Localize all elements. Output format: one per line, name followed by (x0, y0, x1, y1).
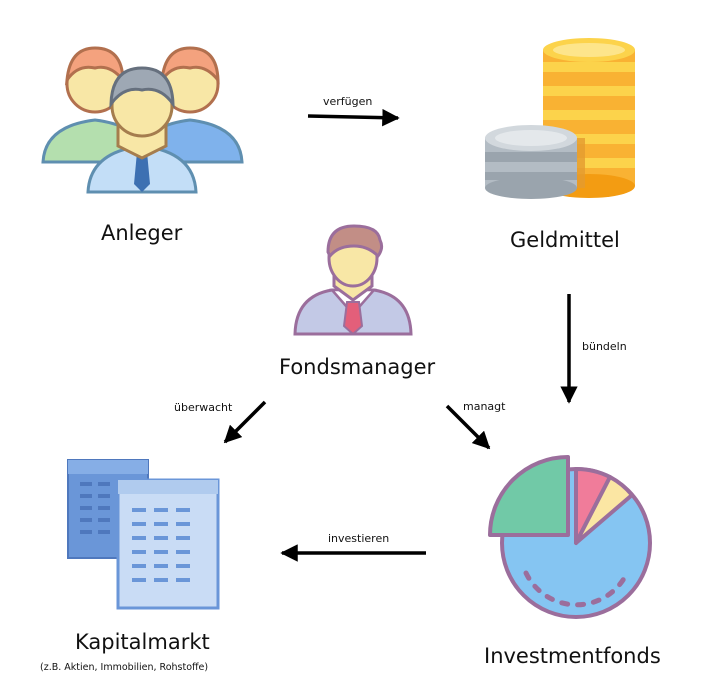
edge-label-verfuegen: verfügen (323, 95, 373, 108)
kapitalmarkt-label: Kapitalmarkt (75, 630, 210, 654)
fondsmanager-label: Fondsmanager (279, 355, 436, 379)
edge-label-buendeln: bündeln (582, 340, 627, 353)
people-group-icon (41, 46, 244, 194)
edge-label-managt: managt (463, 400, 506, 413)
arrow-ueberwacht (223, 400, 267, 444)
anleger-label: Anleger (101, 221, 183, 245)
businessman-icon (293, 224, 413, 336)
documents-icon (67, 459, 220, 610)
edge-label-investieren: investieren (328, 532, 390, 545)
coin-stack-icon (485, 38, 635, 199)
arrow-managt (445, 404, 491, 450)
pie-chart-icon (488, 455, 652, 619)
edge-label-ueberwacht: überwacht (174, 401, 233, 414)
geldmittel-label: Geldmittel (510, 228, 620, 252)
investmentfonds-label: Investmentfonds (484, 644, 661, 668)
arrow-verfuegen (307, 108, 400, 127)
kapitalmarkt-sublabel: (z.B. Aktien, Immobilien, Rohstoffe) (40, 662, 209, 673)
